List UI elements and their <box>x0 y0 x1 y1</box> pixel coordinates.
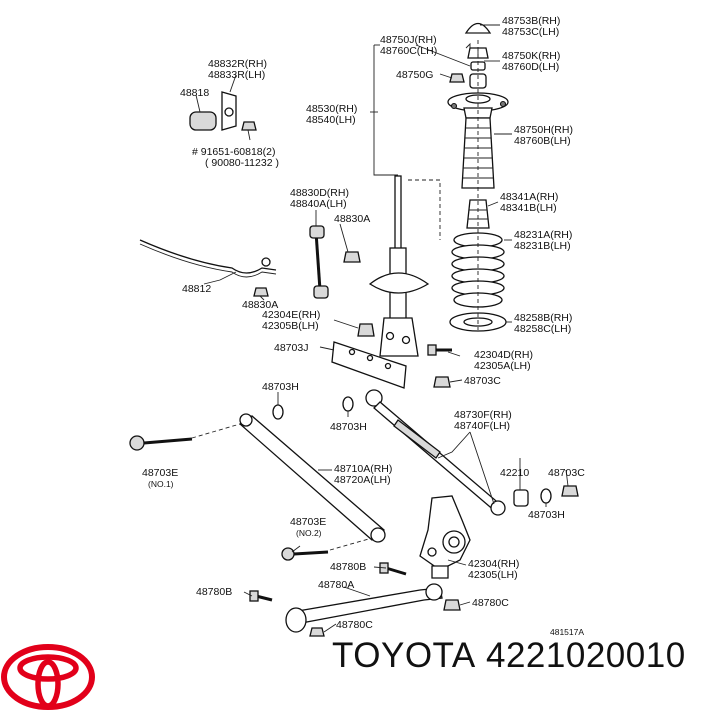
bolt-48780b-lower-part <box>249 590 273 602</box>
bushing-48703h-mid-part <box>342 396 354 412</box>
nut-48703c-lower-part <box>561 485 579 497</box>
label-42304: 42304(RH) <box>468 558 519 570</box>
stabilizer-bar-48812-part <box>139 239 277 278</box>
bolt-42304d-part <box>427 344 452 356</box>
label-48540: 48540(LH) <box>306 114 356 126</box>
label-48832r: 48832R(RH) <box>208 58 267 70</box>
label-48812: 48812 <box>182 283 211 295</box>
label-42304d: 42304D(RH) <box>474 349 533 361</box>
label-48341b: 48341B(LH) <box>500 202 557 214</box>
label-48710a: 48710A(RH) <box>334 463 392 475</box>
label-48703h-right: 48703H <box>528 509 565 521</box>
label-48231a: 48231A(RH) <box>514 229 572 241</box>
label-48760c: 48760C(LH) <box>380 45 437 57</box>
label-91651: # 91651-60818(2) <box>192 146 275 158</box>
bushing-48703h-right-part <box>540 488 552 504</box>
part-labels: 48753B(RH) 48753C(LH) 48750J(RH) 48760C(… <box>142 15 585 637</box>
label-48753b: 48753B(RH) <box>502 15 560 27</box>
label-48258c: 48258C(LH) <box>514 323 571 335</box>
plate-48703j-part <box>331 341 407 389</box>
spacer-part <box>469 73 487 89</box>
label-48780c-left: 48780C <box>336 619 373 631</box>
bracket-48832r-part <box>221 91 237 131</box>
nut-48830a-lower-part <box>253 287 269 297</box>
nut-48780c-left-part <box>309 627 325 637</box>
part-number: 4221020010 <box>486 636 686 675</box>
bushing-48818-part <box>189 111 217 131</box>
label-48780b-lower: 48780B <box>196 586 232 598</box>
label-48750h: 48750H(RH) <box>514 124 573 136</box>
label-48833r: 48833R(LH) <box>208 69 265 81</box>
leader-lines <box>195 24 569 633</box>
label-48760d: 48760D(LH) <box>502 61 559 73</box>
label-48780b-upper: 48780B <box>330 561 366 573</box>
nut-48703c-upper-part <box>433 376 451 388</box>
label-42210: 42210 <box>500 467 529 479</box>
label-48740f: 48740F(LH) <box>454 420 510 432</box>
label-48818: 48818 <box>180 87 209 99</box>
label-no2: (NO.2) <box>296 528 322 538</box>
label-48703c-upper: 48703C <box>464 375 501 387</box>
label-48780a: 48780A <box>318 579 354 591</box>
nut-48780c-right-part <box>443 599 461 611</box>
label-42305a: 42305A(LH) <box>474 360 531 372</box>
stabilizer-link-48830d-part <box>309 225 329 299</box>
bolt-48780b-upper-part <box>379 562 407 576</box>
label-48530: 48530(RH) <box>306 103 357 115</box>
lower-arm-48780a-part <box>285 583 443 633</box>
brand-name: TOYOTA <box>332 636 476 675</box>
label-42305: 42305(LH) <box>468 569 518 581</box>
label-48730f: 48730F(RH) <box>454 409 512 421</box>
bolt-42304e-part <box>357 323 375 337</box>
label-48231b: 48231B(LH) <box>514 240 571 252</box>
label-48703e-no2: 48703E <box>290 516 326 528</box>
label-48703h-mid: 48703H <box>330 421 367 433</box>
label-48830d: 48830D(RH) <box>290 187 349 199</box>
label-48258b: 48258B(RH) <box>514 312 572 324</box>
shock-absorber-48530-part <box>368 175 430 357</box>
label-drawing-number: 481517A <box>550 627 584 637</box>
bushing-42210-part <box>513 489 529 507</box>
label-48703j: 48703J <box>274 342 308 354</box>
toe-link-48730f-part <box>365 389 506 516</box>
label-48720a: 48720A(LH) <box>334 474 391 486</box>
bump-cap-part <box>464 22 492 34</box>
bolt-91651-part <box>241 121 257 131</box>
label-48750k: 48750K(RH) <box>502 50 560 62</box>
toyota-logo-icon <box>1 644 95 710</box>
label-48703c-lower: 48703C <box>548 467 585 479</box>
label-48760b: 48760B(LH) <box>514 135 571 147</box>
label-48780c-right: 48780C <box>472 597 509 609</box>
label-48341a: 48341A(RH) <box>500 191 558 203</box>
label-48750g: 48750G <box>396 69 433 81</box>
label-no1: (NO.1) <box>148 479 174 489</box>
label-48830a-lower: 48830A <box>242 299 278 311</box>
label-48703e-no1: 48703E <box>142 467 178 479</box>
label-48840a: 48840A(LH) <box>290 198 347 210</box>
label-42304e: 42304E(RH) <box>262 309 320 321</box>
bolt-48703e-no2-part <box>281 547 329 561</box>
bushing-48703h-left-part <box>272 404 284 420</box>
bolt-48703e-no1-part <box>129 435 193 451</box>
label-48830a-upper: 48830A <box>334 213 370 225</box>
nut-48750g-part <box>449 73 465 83</box>
knuckle-42304-part <box>419 495 471 579</box>
label-42305b: 42305B(LH) <box>262 320 319 332</box>
label-90080: ( 90080-11232 ) <box>205 157 279 169</box>
label-48703h-left: 48703H <box>262 381 299 393</box>
nut-48830a-upper-part <box>343 251 361 263</box>
label-48753c: 48753C(LH) <box>502 26 559 38</box>
label-48750j: 48750J(RH) <box>380 34 437 46</box>
control-arm-48710a-part <box>238 413 386 543</box>
